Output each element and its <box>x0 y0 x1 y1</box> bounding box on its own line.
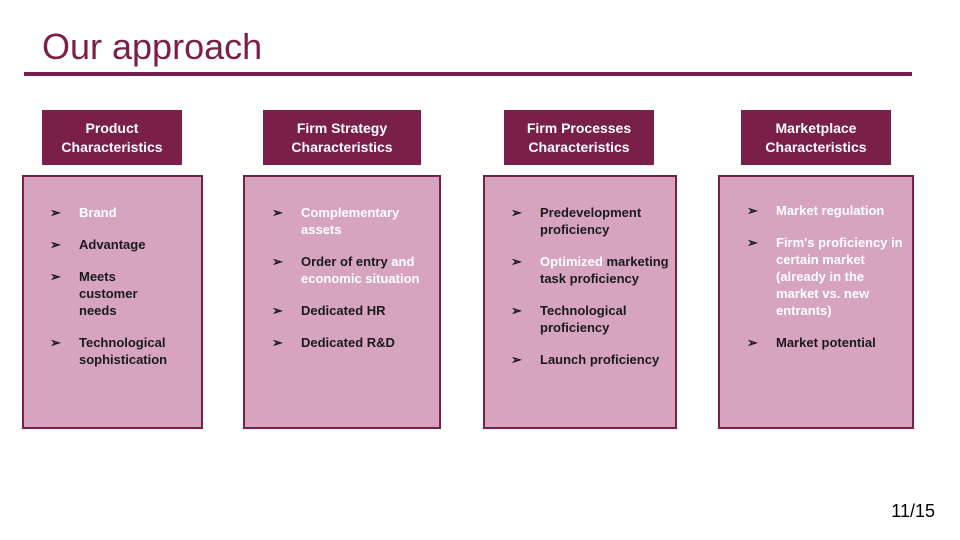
arrow-bullet-icon: ➢ <box>511 254 522 269</box>
item-text-light: and economic situation <box>301 254 420 286</box>
header-product: Product Characteristics <box>42 110 182 165</box>
item-text-dark: marketing task proficiency <box>540 254 669 286</box>
box-marketplace: ➢ Market regulation ➢ Firm's proficiency… <box>718 175 914 429</box>
item-text: Order of entry and economic situation <box>301 253 434 287</box>
header-line-2: Characteristics <box>528 138 630 155</box>
box-firm-processes: ➢ Predevelopment proficiency ➢ Optimized… <box>483 175 677 429</box>
item-text-dark: Order of entry <box>301 254 388 269</box>
header-firm-processes: Firm Processes Characteristics <box>504 110 654 165</box>
list-item: ➢ Market regulation <box>747 202 907 219</box>
item-text: Firm's proficiency in certain market (al… <box>776 235 903 318</box>
arrow-bullet-icon: ➢ <box>50 205 61 220</box>
arrow-bullet-icon: ➢ <box>272 205 283 220</box>
arrow-bullet-icon: ➢ <box>511 352 522 367</box>
list-item: ➢ Launch proficiency <box>511 351 671 368</box>
item-text: Brand <box>79 205 117 220</box>
item-text: Market regulation <box>776 203 885 218</box>
header-line-2: Characteristics <box>765 138 867 155</box>
arrow-bullet-icon: ➢ <box>272 335 283 350</box>
item-text: Meets customer needs <box>79 269 138 318</box>
arrow-bullet-icon: ➢ <box>50 237 61 252</box>
item-text: Launch proficiency <box>540 352 660 367</box>
item-text: Technological sophistication <box>79 335 168 367</box>
box-firm-strategy: ➢ Complementary assets ➢ Order of entry … <box>243 175 441 429</box>
list-item: ➢ Optimized marketing task proficiency <box>511 253 671 287</box>
list-item: ➢ Market potential <box>747 334 907 351</box>
arrow-bullet-icon: ➢ <box>272 303 283 318</box>
header-line-2: Characteristics <box>291 138 393 155</box>
header-line-2: Characteristics <box>61 138 163 155</box>
header-line-1: Marketplace <box>775 119 857 136</box>
list-item: ➢ Technological proficiency <box>511 302 671 336</box>
item-text: Technological proficiency <box>540 303 627 335</box>
header-firm-strategy: Firm Strategy Characteristics <box>263 110 421 165</box>
slide-title: Our approach <box>42 26 263 67</box>
arrow-bullet-icon: ➢ <box>747 203 758 218</box>
header-line-1: Firm Processes <box>526 119 632 136</box>
header-marketplace: Marketplace Characteristics <box>741 110 891 165</box>
list-item: ➢ Complementary assets <box>272 204 434 238</box>
arrow-bullet-icon: ➢ <box>50 335 61 350</box>
list-item: ➢ Order of entry and economic situation <box>272 253 434 287</box>
item-text-light: Optimized <box>540 254 603 269</box>
arrow-bullet-icon: ➢ <box>747 335 758 350</box>
list-item: ➢ Predevelopment proficiency <box>511 204 671 238</box>
item-text: Advantage <box>79 237 146 252</box>
arrow-bullet-icon: ➢ <box>50 269 61 284</box>
item-text: Complementary assets <box>301 205 400 237</box>
arrow-bullet-icon: ➢ <box>272 254 283 269</box>
item-text: Optimized marketing task proficiency <box>540 253 671 287</box>
header-line-1: Firm Strategy <box>296 119 388 136</box>
box-product: ➢ Brand ➢ Advantage ➢ Meets customer nee… <box>22 175 203 429</box>
arrow-bullet-icon: ➢ <box>511 205 522 220</box>
list-item: ➢ Technological sophistication <box>50 334 200 368</box>
arrow-bullet-icon: ➢ <box>747 235 758 250</box>
list-item: ➢ Brand <box>50 204 200 221</box>
arrow-bullet-icon: ➢ <box>511 303 522 318</box>
item-text: Dedicated R&D <box>301 335 395 350</box>
title-underline <box>24 72 912 76</box>
item-text: Market potential <box>776 335 876 350</box>
page-number: 11/15 <box>891 501 935 521</box>
item-text: Predevelopment proficiency <box>540 205 642 237</box>
header-line-1: Product <box>85 119 139 136</box>
item-text: Dedicated HR <box>301 303 386 318</box>
list-item: ➢ Dedicated HR <box>272 302 434 319</box>
list-item: ➢ Advantage <box>50 236 200 253</box>
list-item: ➢ Dedicated R&D <box>272 334 434 351</box>
list-item: ➢ Meets customer needs <box>50 268 200 319</box>
list-item: ➢ Firm's proficiency in certain market (… <box>747 234 907 319</box>
